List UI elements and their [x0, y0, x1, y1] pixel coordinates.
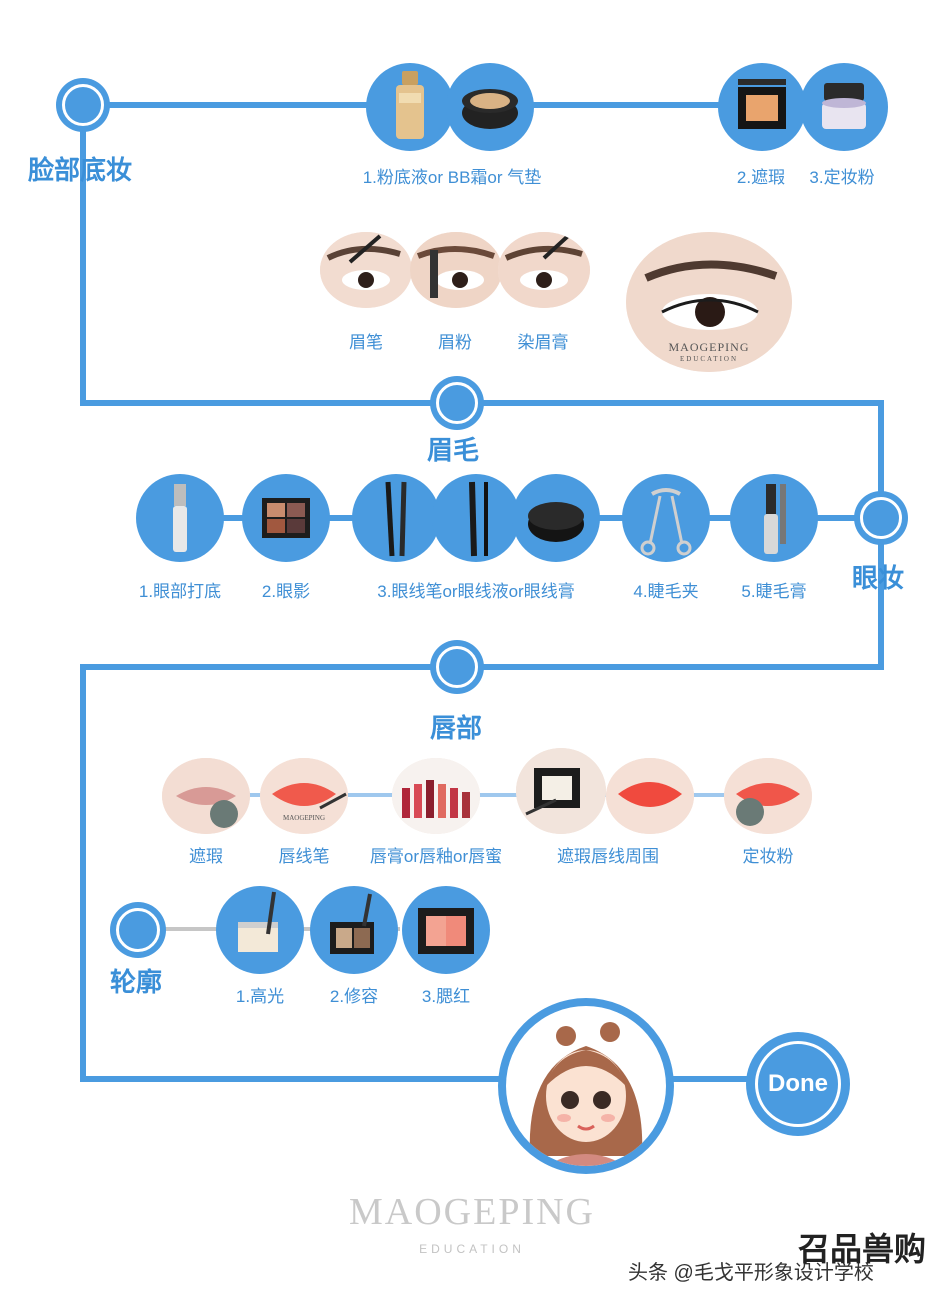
section-node-lip: [430, 640, 484, 694]
step-label: 4.睫毛夹: [633, 582, 699, 601]
step-label: 5.睫毛膏: [741, 582, 807, 601]
mascara-image: [730, 474, 818, 562]
step-label: 唇膏or唇釉or唇蜜: [369, 847, 503, 866]
section-title-eye: 眼妆: [852, 563, 905, 593]
watermark-text: 头条 @毛戈平形象设计学校: [628, 1262, 874, 1284]
section-node-eye: [854, 491, 908, 545]
section-title-contour: 轮廓: [110, 967, 163, 997]
lip-liner-photo: MAOGEPING: [260, 758, 348, 834]
step-label: 定妆粉: [742, 847, 794, 866]
brow-gel-photo: [498, 232, 590, 308]
photo-brand-text: MAOGEPING: [668, 340, 750, 354]
section-title-brow: 眉毛: [427, 435, 480, 465]
setting-powder-jar-image: [800, 63, 888, 151]
brow-powder-photo: [410, 232, 502, 308]
eyeshadow-palette-image: [242, 474, 330, 562]
step-label: 唇线笔: [278, 847, 330, 866]
gel-eyeliner-pot-image: [512, 474, 600, 562]
step-label: 染眉膏: [517, 333, 569, 352]
highlighter-image: [216, 886, 304, 974]
liquid-eyeliner-image: [432, 474, 520, 562]
finished-look-avatar: [498, 998, 674, 1174]
section-title-lip: 唇部: [430, 713, 483, 743]
concealer-compact-image: [718, 63, 806, 151]
step-label: 3.腮红: [421, 987, 471, 1006]
done-badge: Done: [746, 1032, 850, 1136]
eye-primer-tube-image: [136, 474, 224, 562]
flow-line: [170, 793, 810, 797]
step-label: 3.定妆粉: [809, 168, 875, 187]
section-node-brow: [430, 376, 484, 430]
step-label: 2.眼影: [261, 582, 311, 601]
eye-closeup-photo: MAOGEPING EDUCATION: [626, 232, 792, 372]
lipstick-display-photo: [392, 758, 480, 834]
photo-brand-text: MAOGEPING: [283, 814, 325, 822]
corner-logo: 召品兽购: [798, 1231, 927, 1267]
eyelash-curler-image: [622, 474, 710, 562]
step-label: 3.眼线笔or眼线液or眼线膏: [377, 582, 575, 601]
blush-compact-image: [402, 886, 490, 974]
done-label: Done: [768, 1070, 828, 1097]
step-label: 遮瑕唇线周围: [557, 847, 659, 866]
section-node-base: [56, 78, 110, 132]
flow-line: [80, 1076, 780, 1082]
flow-line: [80, 664, 86, 1082]
flow-line: [80, 102, 86, 406]
eyeliner-pencil-image: [352, 474, 440, 562]
section-title-base: 脸部底妆: [28, 155, 133, 185]
lip-powder-photo: [724, 758, 812, 834]
step-label: 遮瑕: [189, 847, 223, 866]
foundation-bottle-image: [366, 63, 454, 151]
section-node-contour: [110, 902, 166, 958]
contour-compact-image: [310, 886, 398, 974]
lip-edge-conceal-photo: [516, 748, 606, 834]
lip-color-photo: [606, 758, 694, 834]
photo-brand-subtext: EDUCATION: [679, 355, 739, 363]
step-label: 眉笔: [349, 333, 383, 352]
lip-conceal-photo: [162, 758, 250, 834]
step-label: 1.粉底液or BB霜or 气垫: [362, 168, 542, 187]
step-label: 1.高光: [235, 987, 285, 1006]
step-label: 眉粉: [438, 333, 472, 352]
brow-pencil-photo: [320, 232, 412, 308]
cushion-compact-image: [446, 63, 534, 151]
step-label: 2.遮瑕: [736, 168, 786, 187]
brand-logo-subtext: EDUCATION: [419, 1242, 525, 1256]
step-label: 2.修容: [329, 987, 379, 1006]
step-label: 1.眼部打底: [138, 582, 222, 601]
brand-logo-text: MAOGEPING: [349, 1191, 595, 1233]
